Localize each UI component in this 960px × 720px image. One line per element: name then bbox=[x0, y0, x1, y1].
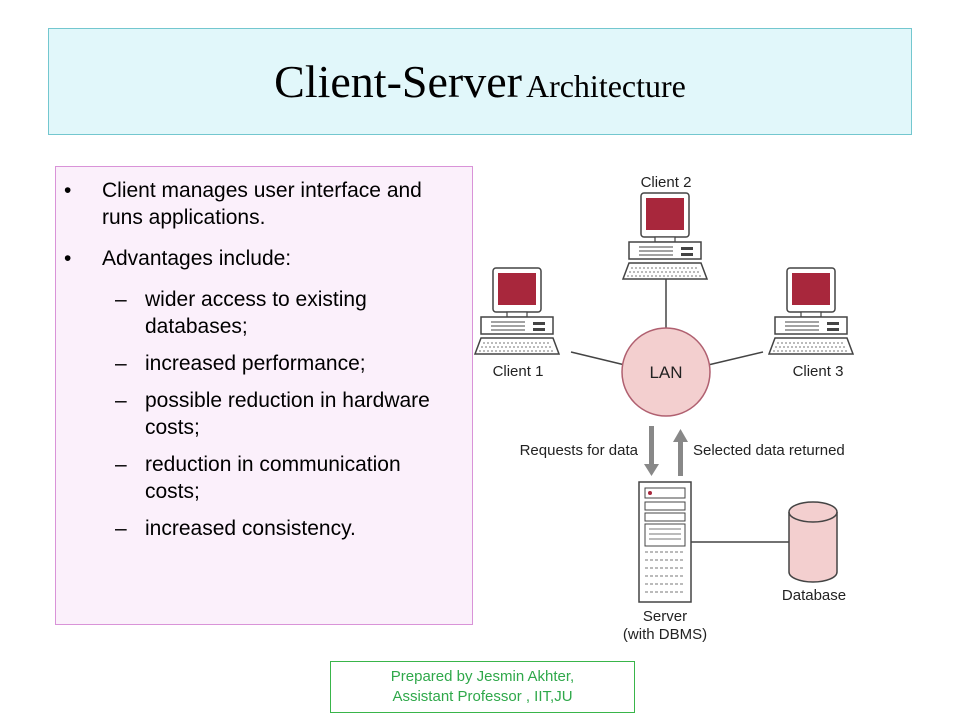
footer-credit: Prepared by Jesmin Akhter, Assistant Pro… bbox=[330, 661, 635, 713]
sub-bullet-item: –increased consistency. bbox=[56, 515, 472, 542]
server-tower-icon bbox=[638, 481, 692, 603]
dash-marker: – bbox=[115, 389, 127, 412]
database-label: Database bbox=[782, 587, 846, 604]
server-label: Server bbox=[643, 608, 687, 625]
bullet-marker: • bbox=[64, 179, 72, 202]
client-server-diagram: Client 2 Client 1 Client 3 LAN Requests … bbox=[474, 174, 854, 643]
dash-marker: – bbox=[115, 288, 127, 311]
dash-marker: – bbox=[115, 352, 127, 375]
sub-bullet-text: possible reduction in hardware costs; bbox=[145, 389, 430, 439]
footer-line-position: Assistant Professor , IIT,JU bbox=[392, 688, 573, 705]
database-icon bbox=[788, 501, 838, 583]
lan-connections bbox=[570, 277, 764, 366]
bullet-text: Client manages user interface and runs a… bbox=[102, 179, 422, 229]
request-arrow-icon bbox=[644, 426, 659, 476]
client-1-computer-icon bbox=[474, 267, 560, 355]
request-label: Requests for data bbox=[520, 442, 639, 459]
response-label: Selected data returned bbox=[693, 442, 845, 459]
sub-bullet-text: reduction in communication costs; bbox=[145, 453, 401, 503]
sub-bullet-item: –reduction in communication costs; bbox=[56, 451, 472, 505]
title-main: Client-Server bbox=[274, 56, 522, 107]
sub-bullet-item: –possible reduction in hardware costs; bbox=[56, 387, 472, 441]
dash-marker: – bbox=[115, 517, 127, 540]
response-arrow-icon bbox=[673, 429, 688, 476]
bullet-list: • Client manages user interface and runs … bbox=[56, 177, 472, 552]
bullet-panel: • Client manages user interface and runs … bbox=[55, 166, 473, 625]
client-3-computer-icon bbox=[768, 267, 854, 355]
sub-bullet-item: –increased performance; bbox=[56, 350, 472, 377]
client-2-computer-icon bbox=[622, 192, 708, 280]
title-box: Client-Server Architecture bbox=[48, 28, 912, 135]
lan-label: LAN bbox=[649, 363, 682, 382]
sub-bullet-text: increased consistency. bbox=[145, 517, 356, 540]
sub-bullet-item: –wider access to existing databases; bbox=[56, 286, 472, 340]
server-sublabel: (with DBMS) bbox=[623, 626, 707, 643]
lan-hub: LAN bbox=[621, 327, 711, 417]
bullet-item: • Client manages user interface and runs … bbox=[56, 177, 472, 231]
client-1-label: Client 1 bbox=[493, 363, 544, 380]
client-3-label: Client 3 bbox=[793, 363, 844, 380]
bullet-item: • Advantages include: bbox=[56, 245, 472, 272]
slide-title: Client-Server Architecture bbox=[274, 55, 686, 108]
bullet-marker: • bbox=[64, 247, 72, 270]
sub-bullet-text: increased performance; bbox=[145, 352, 366, 375]
title-subtitle: Architecture bbox=[525, 68, 686, 104]
footer-line-author: Prepared by Jesmin Akhter, bbox=[390, 668, 575, 685]
sub-bullet-text: wider access to existing databases; bbox=[145, 288, 367, 338]
bullet-text: Advantages include: bbox=[102, 247, 292, 270]
client-2-label: Client 2 bbox=[641, 174, 692, 191]
dash-marker: – bbox=[115, 453, 127, 476]
